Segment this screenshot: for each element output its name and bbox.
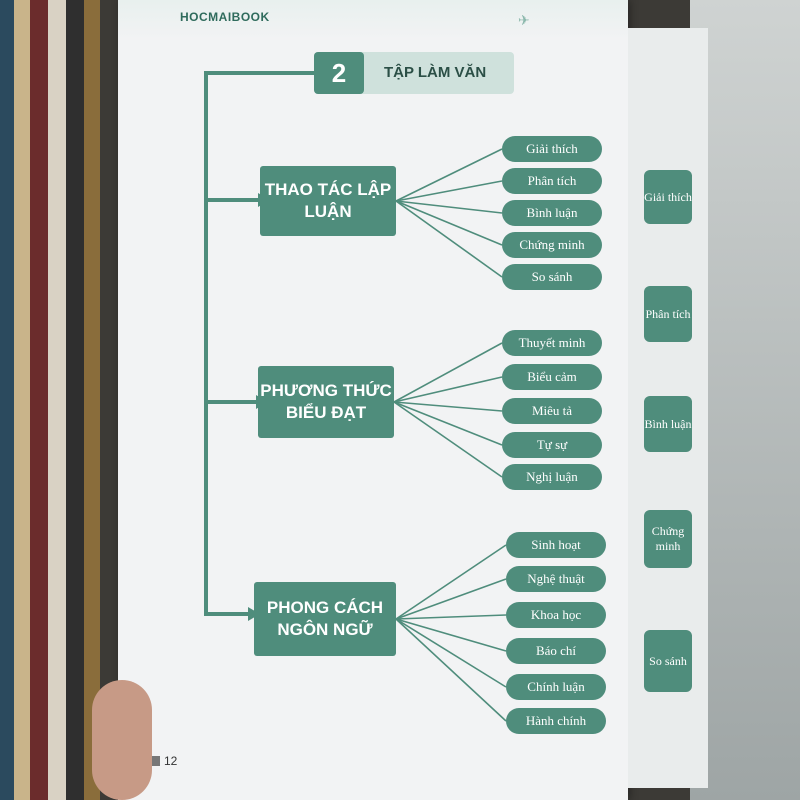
leaf-sinh-hoat: Sinh hoạt [506, 532, 606, 558]
leaf-phan-tich: Phân tích [502, 168, 602, 194]
leaf-giai-thich: Giải thích [502, 136, 602, 162]
connector-line [395, 200, 503, 246]
leaf-binh-luan: Bình luận [502, 200, 602, 226]
leaf-nghe-thuat: Nghệ thuật [506, 566, 606, 592]
connector-line [395, 148, 503, 202]
section-number: 2 [314, 52, 364, 94]
leaf-nghi-luan: Nghị luận [502, 464, 602, 490]
paper-plane-icon: ✈ [518, 12, 530, 28]
connector-line [395, 200, 503, 278]
page-number: 12 [164, 754, 178, 768]
leaf-hanh-chinh: Hành chính [506, 708, 606, 734]
leaf-thuyet-minh: Thuyết minh [502, 330, 602, 356]
connector-line [393, 401, 503, 478]
connector-line [393, 376, 503, 403]
leaf-khoa-hoc: Khoa học [506, 602, 606, 628]
leaf-bieu-cam: Biểu cảm [502, 364, 602, 390]
connector-line [395, 614, 507, 620]
next-page: Giải thích Phân tích Bình luận Chứng min… [628, 28, 708, 788]
side-giai-thich: Giải thích [644, 170, 692, 224]
main-node-phong-cach-ngon-ngu: PHONG CÁCH NGÔN NGỮ [254, 582, 396, 656]
book-page: HOCMAIBOOK ✈ 2 TẬP LÀM VĂN THAO TÁC LẬP … [118, 0, 628, 800]
connector-line [393, 401, 503, 446]
leaf-bao-chi: Báo chí [506, 638, 606, 664]
leaf-mieu-ta: Miêu tả [502, 398, 602, 424]
side-so-sanh: So sánh [644, 630, 692, 692]
connector-line [393, 401, 503, 412]
connector-line [395, 544, 507, 620]
thumb [92, 680, 152, 800]
brand-logo: HOCMAIBOOK [180, 10, 270, 24]
connector-line [395, 618, 507, 652]
leaf-tu-su: Tự sự [502, 432, 602, 458]
side-phan-tich: Phân tích [644, 286, 692, 342]
connector-line [395, 180, 503, 202]
section-title: TẬP LÀM VĂN [384, 64, 487, 81]
connector-line [395, 200, 503, 214]
page-header [118, 0, 628, 40]
connector-line [393, 342, 503, 403]
main-node-phuong-thuc-bieu-dat: PHƯƠNG THỨC BIỂU ĐẠT [258, 366, 394, 438]
side-chung-minh: Chứng minh [644, 510, 692, 568]
connector-line [395, 618, 507, 688]
mindmap-connectors [204, 71, 507, 722]
leaf-so-sanh: So sánh [502, 264, 602, 290]
main-node-thao-tac-lap-luan: THAO TÁC LẬP LUẬN [260, 166, 396, 236]
connector-line [395, 578, 507, 620]
leaf-chung-minh: Chứng minh [502, 232, 602, 258]
connector-line [395, 618, 507, 722]
background-right [690, 0, 800, 800]
leaf-chinh-luan: Chính luận [506, 674, 606, 700]
side-binh-luan: Bình luận [644, 396, 692, 452]
